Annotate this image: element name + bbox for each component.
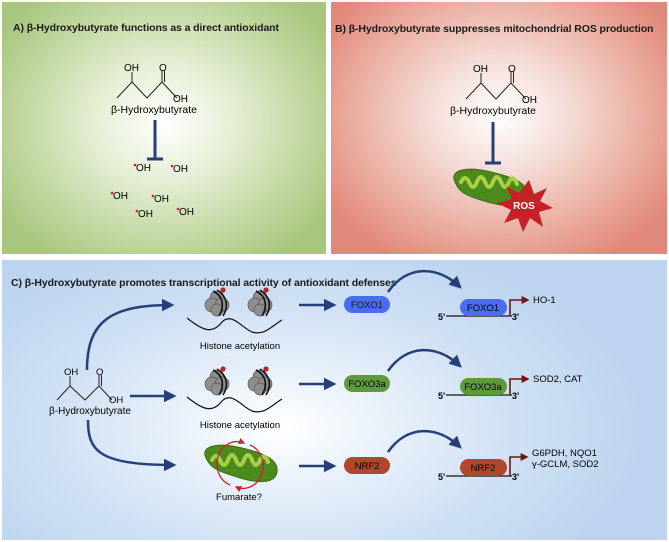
factor-label: FOXO1 [467, 303, 499, 314]
molecule-label: β-Hydroxybutyrate [111, 104, 197, 116]
bhb-molecule-structure [465, 72, 527, 100]
atom-oh-top: OH [473, 64, 488, 75]
panel-a-title: A) β-Hydroxybutyrate functions as a dire… [13, 22, 279, 34]
factor-pill-foxo3a [344, 375, 390, 392]
target-genes: HO-1 [533, 295, 556, 306]
three-prime-label: 3' [512, 312, 519, 322]
factor-pill-nrf2 [344, 457, 390, 474]
nucleosome-icon [247, 286, 273, 317]
atom-oh-top: OH [124, 63, 139, 74]
molecule-label: β-Hydroxybutyrate [49, 406, 131, 417]
atom-oh-acid: OH [109, 395, 123, 406]
three-prime-label: 3' [512, 472, 519, 482]
hydroxyl-radicals: OH OH OH OH OH OH [110, 163, 194, 220]
factor-label: FOXO3a [464, 382, 502, 393]
arrow-foxo1-to-promoter [386, 269, 462, 293]
target-genes: γ-GCLM, SOD2 [532, 459, 599, 470]
svg-text:OH: OH [179, 207, 194, 218]
nucleosome-icon [247, 365, 273, 396]
factor-label: FOXO1 [351, 300, 383, 311]
radical-oh: OH [133, 163, 151, 174]
target-genes: G6PDH, NQO1 [532, 448, 597, 459]
five-prime-label: 5' [438, 472, 445, 482]
nucleosome-pair-middle [186, 365, 283, 413]
nucleosome-icon [204, 365, 230, 396]
inhibition-bar [485, 122, 501, 165]
nucleosome-icon [204, 286, 230, 317]
panel-a-diagram: OH O OH β-Hydroxybutyrate OH OH OH OH OH… [110, 63, 197, 220]
atom-o: O [159, 63, 167, 74]
five-prime-label: 5' [438, 312, 445, 322]
svg-text:OH: OH [113, 191, 128, 202]
bhb-molecule-structure [56, 375, 113, 401]
svg-text:OH: OH [138, 209, 153, 220]
panel-a-direct-antioxidant: A) β-Hydroxybutyrate functions as a dire… [2, 2, 326, 254]
cycle-arrows-icon [216, 438, 264, 492]
arrow-bhb-to-mitochondrion [86, 419, 177, 472]
panel-c-diagram: OH O OH β-Hydroxybutyrate Histone acetyl… [49, 269, 599, 503]
radical-oh: OH [151, 194, 169, 205]
promoter-nrf2 [446, 453, 529, 477]
atom-oh-acid: OH [173, 94, 188, 105]
promoter-foxo1 [446, 296, 530, 317]
promoter-foxo3a [446, 375, 530, 396]
nucleosome-pair-top [186, 286, 283, 334]
mitochondrion-icon [204, 444, 278, 482]
ros-burst-icon: ROS [497, 180, 553, 232]
arrow-bhb-to-histone-top [85, 298, 175, 371]
panel-b-title: B) β-Hydroxybutyrate suppresses mitochon… [335, 23, 654, 35]
atom-oh-top: OH [64, 367, 78, 378]
atom-o: O [508, 64, 516, 75]
mechanism-label: Fumarate? [216, 492, 262, 503]
arrow-foxo3a-to-promoter [386, 348, 462, 372]
svg-text:OH: OH [136, 163, 151, 174]
mechanism-label: Histone acetylation [200, 420, 280, 431]
factor-pill-foxo1 [344, 296, 390, 313]
svg-text:OH: OH [154, 194, 169, 205]
factor-label: NRF2 [471, 463, 496, 474]
radical-oh: OH [135, 209, 153, 220]
five-prime-label: 5' [438, 391, 445, 401]
panel-b-diagram: OH O OH β-Hydroxybutyrate ROS [450, 64, 553, 232]
bhb-molecule-structure [116, 71, 178, 99]
atom-o: O [96, 367, 103, 378]
radical-oh: OH [170, 164, 188, 175]
target-genes: SOD2, CAT [533, 374, 583, 385]
molecule-label: β-Hydroxybutyrate [450, 105, 536, 117]
panel-c-title: C) β-Hydroxybutyrate promotes transcript… [11, 277, 397, 289]
radical-oh: OH [176, 207, 194, 218]
inhibition-bar [147, 120, 163, 161]
atom-oh-acid: OH [522, 95, 537, 106]
mechanism-label: Histone acetylation [200, 341, 280, 352]
factor-label: FOXO3a [348, 379, 386, 390]
factor-label: NRF2 [355, 461, 380, 472]
radical-oh: OH [110, 191, 128, 202]
arrow-nrf2-to-promoter [386, 429, 462, 453]
panel-c-transcriptional-activity: C) β-Hydroxybutyrate promotes transcript… [2, 260, 667, 540]
ros-label: ROS [513, 201, 535, 212]
svg-text:OH: OH [173, 164, 188, 175]
three-prime-label: 3' [512, 391, 519, 401]
panel-b-mitochondrial-ros: B) β-Hydroxybutyrate suppresses mitochon… [331, 2, 667, 254]
